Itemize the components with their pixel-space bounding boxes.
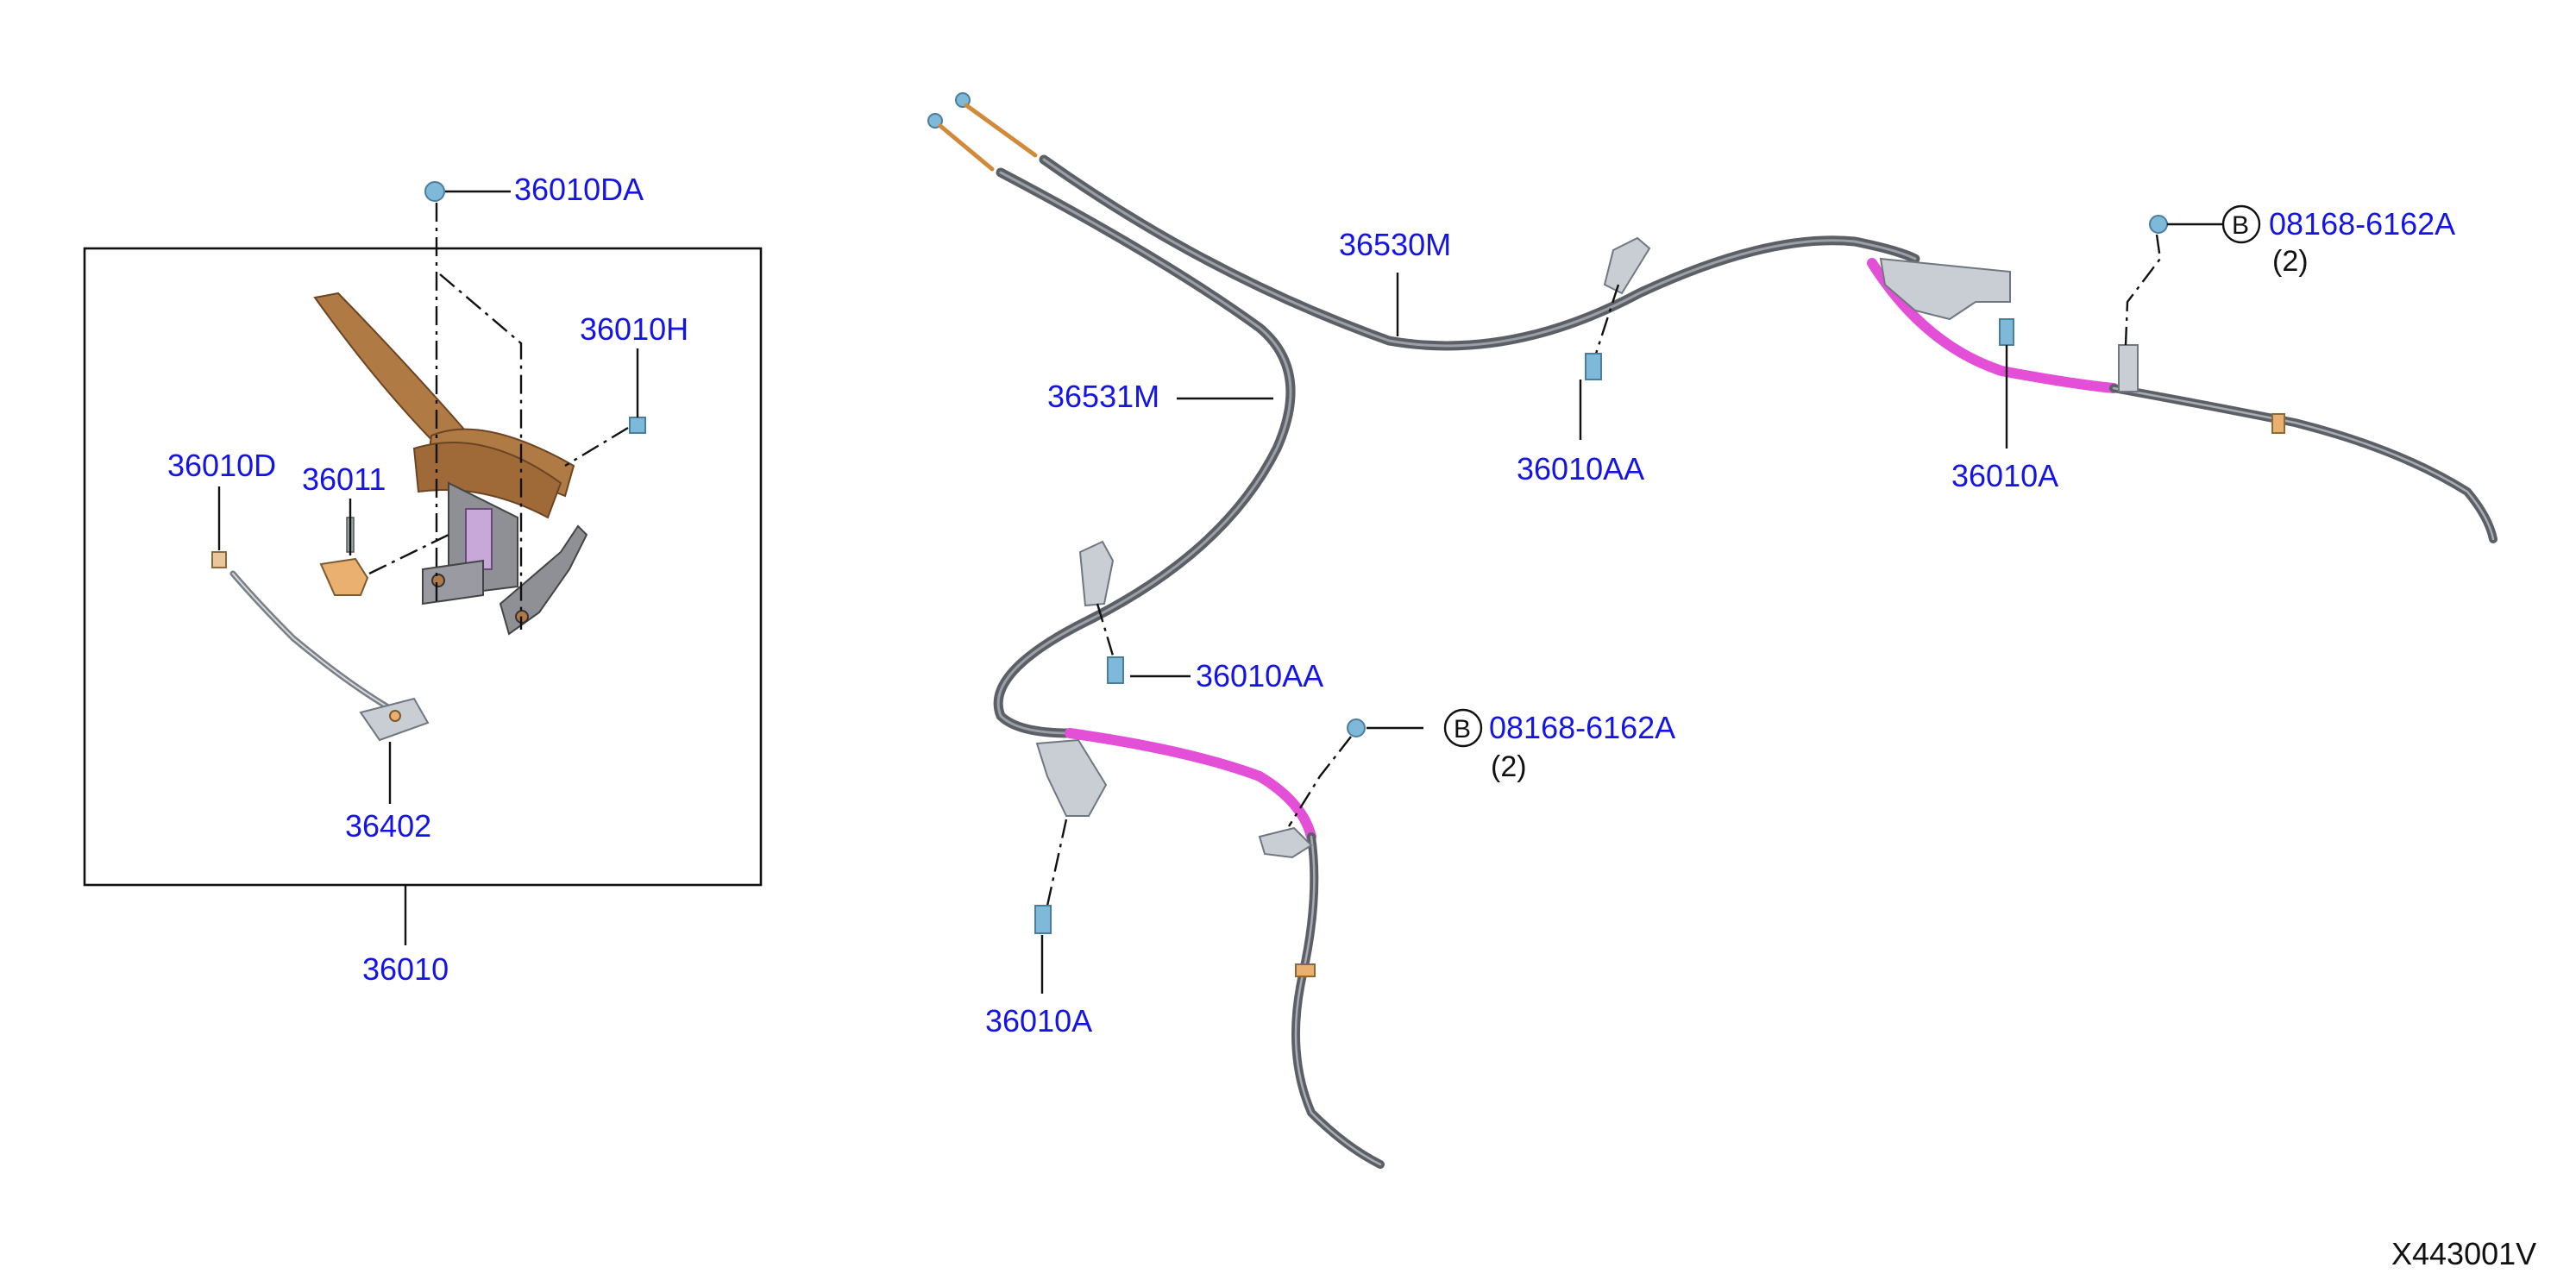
bracket-icon — [1035, 738, 1108, 817]
lever-assembly-frame — [83, 247, 763, 887]
quantity-label-upper: (2) — [2272, 245, 2309, 278]
bolt-icon — [1034, 905, 1052, 934]
bracket-icon — [1603, 236, 1651, 295]
part-label-08168-6162A-upper[interactable]: 08168-6162A — [2269, 206, 2455, 242]
part-label-36010[interactable]: 36010 — [362, 951, 449, 987]
diagram-code: X443001V — [2391, 1236, 2536, 1271]
bracket-icon — [1078, 540, 1115, 607]
bracket-icon — [359, 697, 430, 742]
callout-badge-B-upper: B — [2232, 211, 2249, 240]
part-label-36010H[interactable]: 36010H — [580, 311, 688, 347]
part-label-36010A-right[interactable]: 36010A — [1951, 458, 2058, 493]
bracket-icon — [1879, 257, 2011, 321]
bolt-icon — [1999, 318, 2014, 346]
clip-icon — [211, 551, 227, 568]
clip-icon — [2118, 215, 2168, 392]
bolt-icon — [1585, 353, 1602, 380]
clip-icon — [1258, 718, 1366, 859]
part-label-36010A-lower[interactable]: 36010A — [985, 1003, 1092, 1038]
part-label-36010AA-lower[interactable]: 36010AA — [1196, 658, 1323, 693]
callout-badge-B-lower: B — [1454, 715, 1471, 744]
part-label-36531M[interactable]: 36531M — [1047, 379, 1159, 414]
part-label-08168-6162A-lower[interactable]: 08168-6162A — [1489, 710, 1675, 745]
quantity-label-lower: (2) — [1491, 750, 1527, 783]
part-label-36010DA[interactable]: 36010DA — [514, 172, 644, 207]
bolt-icon — [629, 417, 646, 434]
part-label-36011[interactable]: 36011 — [302, 461, 386, 497]
bolt-icon — [1107, 656, 1124, 684]
part-label-36010AA-upper[interactable]: 36010AA — [1517, 451, 1644, 486]
lever-icon — [313, 292, 588, 636]
part-label-36530M[interactable]: 36530M — [1339, 227, 1451, 262]
part-label-36010D[interactable]: 36010D — [167, 448, 276, 483]
part-label-36402[interactable]: 36402 — [345, 808, 431, 844]
clip-icon — [927, 92, 971, 129]
bracket-icon — [319, 517, 369, 596]
bolt-icon — [424, 181, 445, 202]
